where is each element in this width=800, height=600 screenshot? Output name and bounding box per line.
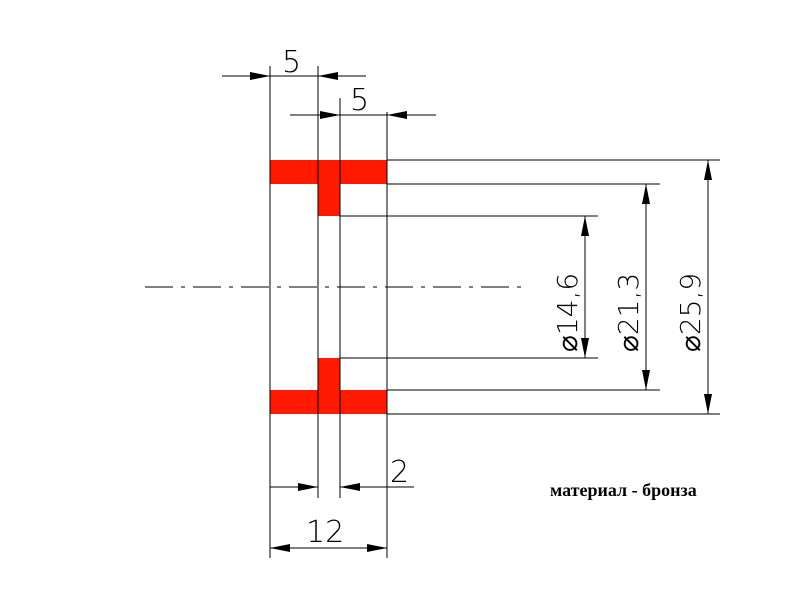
bottom-rib [318,358,340,390]
dim-label-dia-mid: ⌀21,3 [612,273,645,352]
dim-label-dia-small: ⌀14,6 [551,273,584,352]
dim-label-top-width-1: 5 [282,45,301,80]
bottom-flange [270,390,387,414]
dim-label-dia-large: ⌀25,9 [674,273,707,352]
top-flange [270,160,387,184]
dim-label-top-width-2: 5 [350,83,369,118]
material-note: материал - бронза [550,480,697,500]
dim-label-rib-width: 2 [390,455,409,490]
part-section [270,160,387,414]
outline-lines [269,66,720,558]
top-rib [318,184,340,216]
dim-label-total-width: 12 [306,515,344,550]
